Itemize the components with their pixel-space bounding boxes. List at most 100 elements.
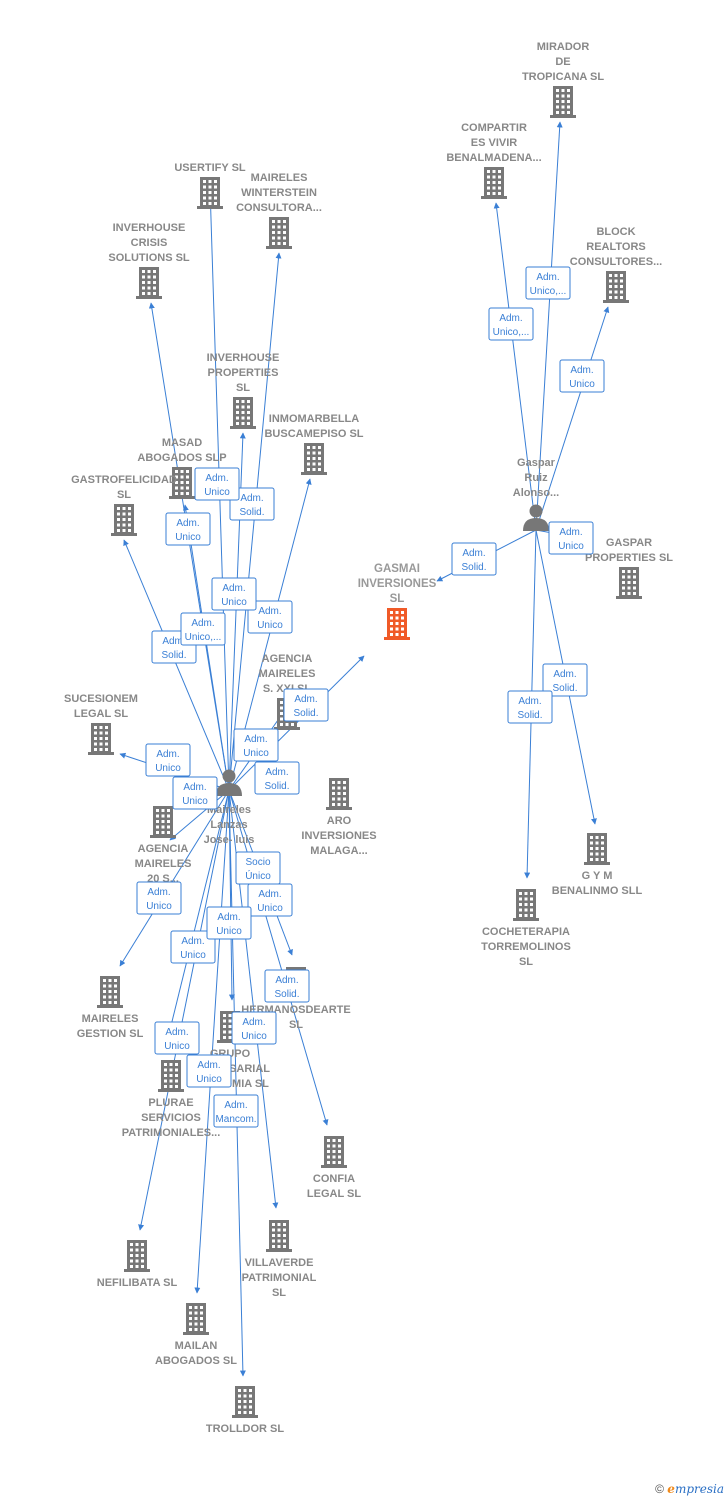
building-window (332, 786, 335, 790)
edge-label-mailan[interactable]: Adm.Unico (186, 1054, 232, 1088)
building-window (601, 836, 604, 839)
building-window (147, 270, 151, 273)
building-window (337, 786, 341, 790)
edge-label-villaverde[interactable]: Adm.Unico (233, 728, 279, 762)
building-window (277, 220, 281, 223)
edge-maireles_person-maireles_w (228, 252, 282, 791)
edge-label-hermanos[interactable]: Adm.Unico (247, 883, 293, 917)
edge-label-inverhouse_p[interactable]: Adm.Solid. (229, 487, 275, 521)
building-window (189, 1322, 192, 1326)
building-window (247, 416, 250, 420)
building-window (524, 908, 528, 912)
building-window (208, 180, 212, 183)
edge-label-confia[interactable]: Adm.Solid. (264, 969, 310, 1003)
node-gaspar_person[interactable]: GasparRuizAlonso... (513, 457, 559, 531)
building-window (186, 486, 189, 490)
building-window (135, 1259, 139, 1263)
edge-label-extra-2[interactable]: Adm.Unico (231, 1011, 277, 1045)
edge-label-sucesionem[interactable]: Adm.Unico (145, 743, 191, 777)
edge-label-gastrofelicidad[interactable]: Adm.Unico (165, 512, 211, 546)
building-window (200, 1322, 203, 1326)
edge-label-compartir[interactable]: Adm.Unico,... (488, 307, 534, 341)
building-window (530, 892, 533, 895)
edge-label-extra-0[interactable]: Adm.Unico (172, 776, 218, 810)
building-window (395, 622, 399, 625)
building-window (108, 1001, 112, 1004)
edge-label-plurae[interactable]: Adm.Unico (206, 906, 252, 940)
edge-label-agencia_xxl[interactable]: Adm.Unico,... (180, 612, 226, 646)
node-block[interactable]: BLOCKREALTORSCONSULTORES... (570, 226, 663, 303)
node-maireles_w[interactable]: MAIRELESWINTERSTEINCONSULTORA... (236, 172, 322, 249)
node-aro[interactable]: AROINVERSIONESMALAGA... (301, 778, 377, 857)
edge-label-gasmai[interactable]: Adm.Solid. (283, 688, 329, 722)
building-window (519, 914, 522, 917)
building-window (164, 1074, 167, 1077)
building-window (223, 1014, 226, 1017)
building-window (524, 897, 528, 901)
building-window (283, 1245, 286, 1248)
node-label: MAILAN (175, 1340, 218, 1352)
edge-label-nefilibata[interactable]: Adm.Unico (154, 1021, 200, 1055)
building-window (105, 726, 108, 729)
edge-label-gym[interactable]: Adm.Solid. (542, 663, 588, 697)
edge-label-extra-1[interactable]: Adm.Solid. (254, 761, 300, 795)
building-window (236, 405, 239, 409)
edge-label-box (172, 776, 218, 810)
edge-label-gasmai[interactable]: Adm.Solid. (451, 542, 497, 576)
building-icon (326, 778, 352, 810)
building-icon (481, 167, 507, 199)
node-nefilibata[interactable]: NEFILIBATA SL (97, 1240, 178, 1289)
building-window (175, 481, 178, 484)
edge-label-box (170, 930, 216, 964)
edge-label-trolldor[interactable]: Adm.Mancom. (213, 1094, 259, 1128)
edge-label-box (211, 577, 257, 611)
building-window (114, 995, 117, 999)
building-window (401, 633, 404, 636)
edge-label-inmomarbella[interactable]: Adm.Unico (211, 577, 257, 611)
edge-label-agencia_20[interactable]: Adm.Unico (136, 881, 182, 915)
node-plurae[interactable]: PLURAESERVICIOSPATRIMONIALES... (122, 1060, 221, 1139)
building-window (247, 400, 250, 403)
building-window (236, 411, 239, 414)
node-label: ES VIVIR (471, 137, 518, 149)
edge-label-mirador[interactable]: Adm.Unico,... (525, 266, 571, 300)
building-window (561, 94, 565, 98)
footer-brand[interactable]: © empresia (655, 1482, 724, 1496)
edge-label-cocheterapia[interactable]: Adm.Solid. (507, 690, 553, 724)
building-window (141, 1259, 144, 1263)
edge-label-gaspar_prop[interactable]: Adm.Unico (548, 521, 594, 555)
edge-label-maireles_g[interactable]: Adm.Unico (170, 930, 216, 964)
node-label: ARO (327, 815, 352, 827)
building-icon (513, 889, 539, 921)
node-label: PATRIMONIAL (242, 1272, 317, 1284)
edge-label-block[interactable]: Adm.Unico (559, 359, 605, 393)
node-trolldor[interactable]: TROLLDOR SL (206, 1386, 284, 1435)
edges-layer (119, 121, 610, 1377)
edge-label-masad[interactable]: Adm.Unico (194, 467, 240, 501)
building-window (307, 462, 310, 466)
building-window (161, 831, 165, 834)
building-window (156, 820, 159, 823)
node-usertify[interactable]: USERTIFY SL (174, 162, 246, 209)
edge-label-maireles_w[interactable]: Adm.Unico (247, 600, 293, 634)
building-window (105, 742, 108, 746)
